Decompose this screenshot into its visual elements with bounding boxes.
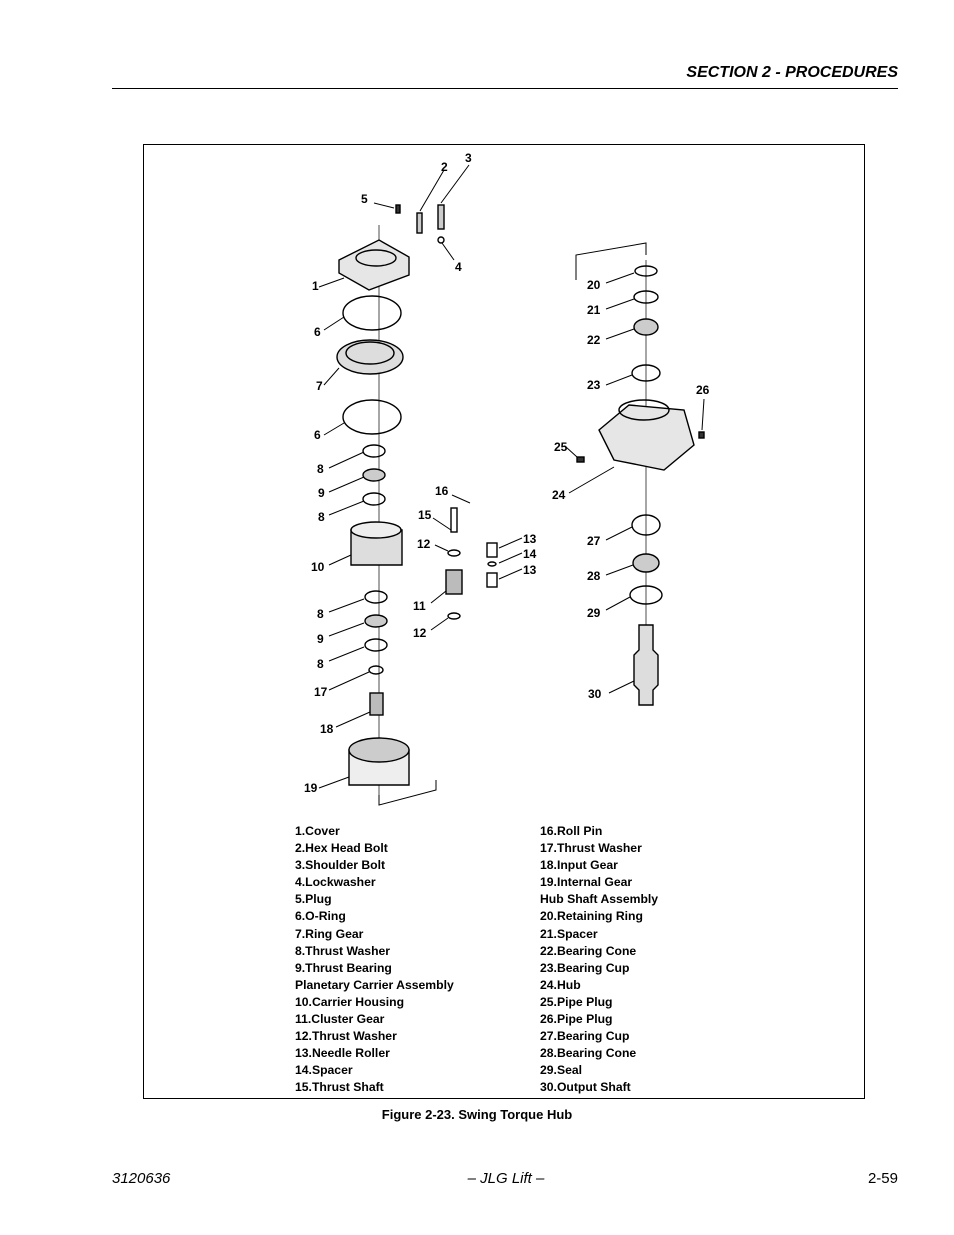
callout-label: 3 — [465, 151, 472, 165]
callout-label: 25 — [554, 440, 568, 454]
legend-item: 18.Input Gear — [540, 858, 618, 873]
legend-item: 5.Plug — [295, 892, 332, 907]
callout-label: 27 — [587, 534, 601, 548]
callout-label: 13 — [523, 563, 537, 577]
legend-item: 11.Cluster Gear — [295, 1012, 385, 1027]
footer-page-number: 2-59 — [867, 1170, 898, 1187]
legend-item: 23.Bearing Cup — [540, 960, 630, 975]
callout-label: 17 — [314, 685, 328, 699]
legend-item: 30.Output Shaft — [540, 1080, 631, 1095]
callout-label: 14 — [523, 547, 537, 561]
footer-brand: – JLG Lift – — [467, 1170, 545, 1187]
callout-label: 1 — [312, 279, 319, 293]
legend-item: 3.Shoulder Bolt — [295, 858, 386, 873]
callout-label: 19 — [304, 781, 318, 795]
legend-item: 19.Internal Gear — [540, 875, 633, 890]
callout-label: 12 — [417, 537, 431, 551]
section-title: SECTION 2 - PROCEDURES — [686, 64, 898, 81]
callout-label: 2 — [441, 160, 448, 174]
callout-label: 8 — [317, 462, 324, 476]
legend-item: 20.Retaining Ring — [540, 909, 643, 924]
parts-legend-right: 16.Roll Pin 17.Thrust Washer 18.Input Ge… — [540, 823, 658, 1097]
callout-label: 26 — [696, 383, 710, 397]
legend-item: 13.Needle Roller — [295, 1046, 390, 1061]
legend-item: 27.Bearing Cup — [540, 1029, 630, 1044]
callout-label: 21 — [587, 303, 601, 317]
callout-label: 29 — [587, 606, 601, 620]
legend-item: 9.Thrust Bearing — [295, 960, 392, 975]
legend-item: 2.Hex Head Bolt — [295, 841, 388, 856]
callout-label: 12 — [413, 626, 427, 640]
legend-item: 7.Ring Gear — [295, 926, 364, 941]
legend-item: 29.Seal — [540, 1063, 583, 1078]
legend-item: 22.Bearing Cone — [540, 943, 637, 958]
footer-doc-number: 3120636 — [112, 1170, 171, 1187]
legend-item: 6.O-Ring — [295, 909, 346, 924]
legend-group-heading: Hub Shaft Assembly — [540, 892, 659, 907]
legend-group-heading: Planetary Carrier Assembly — [295, 977, 454, 992]
legend-item: 21.Spacer — [540, 926, 598, 941]
callout-label: 11 — [413, 599, 426, 613]
callout-label: 10 — [311, 560, 325, 574]
callout-label: 23 — [587, 378, 601, 392]
header-divider — [112, 88, 898, 89]
legend-item: 12.Thrust Washer — [295, 1029, 397, 1044]
callout-label: 8 — [317, 607, 324, 621]
figure-frame: 1 2 3 4 5 6 7 6 8 9 8 10 16 15 12 13 14 … — [143, 144, 865, 1099]
callout-label: 4 — [455, 260, 462, 274]
legend-item: 10.Carrier Housing — [295, 994, 405, 1009]
legend-item: 4.Lockwasher — [295, 875, 376, 890]
callout-label: 13 — [523, 532, 537, 546]
legend-item: 24.Hub — [540, 977, 581, 992]
callout-label: 9 — [317, 632, 324, 646]
callout-label: 15 — [418, 508, 432, 522]
legend-item: 8.Thrust Washer — [295, 943, 391, 958]
callout-label: 28 — [587, 569, 601, 583]
legend-item: 16.Roll Pin — [540, 824, 603, 838]
legend-item: 25.Pipe Plug — [540, 994, 613, 1009]
callout-label: 24 — [552, 488, 566, 502]
callout-label: 6 — [314, 325, 321, 339]
legend-item: 14.Spacer — [295, 1063, 353, 1078]
callout-label: 22 — [587, 333, 601, 347]
legend-item: 26.Pipe Plug — [540, 1012, 613, 1027]
exploded-diagram: 1 2 3 4 5 6 7 6 8 9 8 10 16 15 12 13 14 … — [304, 151, 710, 806]
callout-label: 16 — [435, 484, 449, 498]
callout-label: 18 — [320, 722, 334, 736]
figure-caption: Figure 2-23. Swing Torque Hub — [381, 1107, 573, 1122]
callout-label: 5 — [361, 192, 368, 206]
callout-label: 7 — [316, 379, 323, 393]
callout-label: 8 — [317, 657, 324, 671]
callout-label: 6 — [314, 428, 321, 442]
legend-item: 17.Thrust Washer — [540, 841, 642, 856]
legend-item: 15.Thrust Shaft — [295, 1080, 384, 1095]
callout-label: 8 — [318, 510, 325, 524]
legend-item: 28.Bearing Cone — [540, 1046, 637, 1061]
callout-label: 30 — [588, 687, 602, 701]
legend-item: 1.Cover — [295, 824, 340, 838]
parts-legend-left: 1.Cover 2.Hex Head Bolt 3.Shoulder Bolt … — [295, 823, 454, 1097]
callout-label: 9 — [318, 486, 325, 500]
callout-label: 20 — [587, 278, 601, 292]
